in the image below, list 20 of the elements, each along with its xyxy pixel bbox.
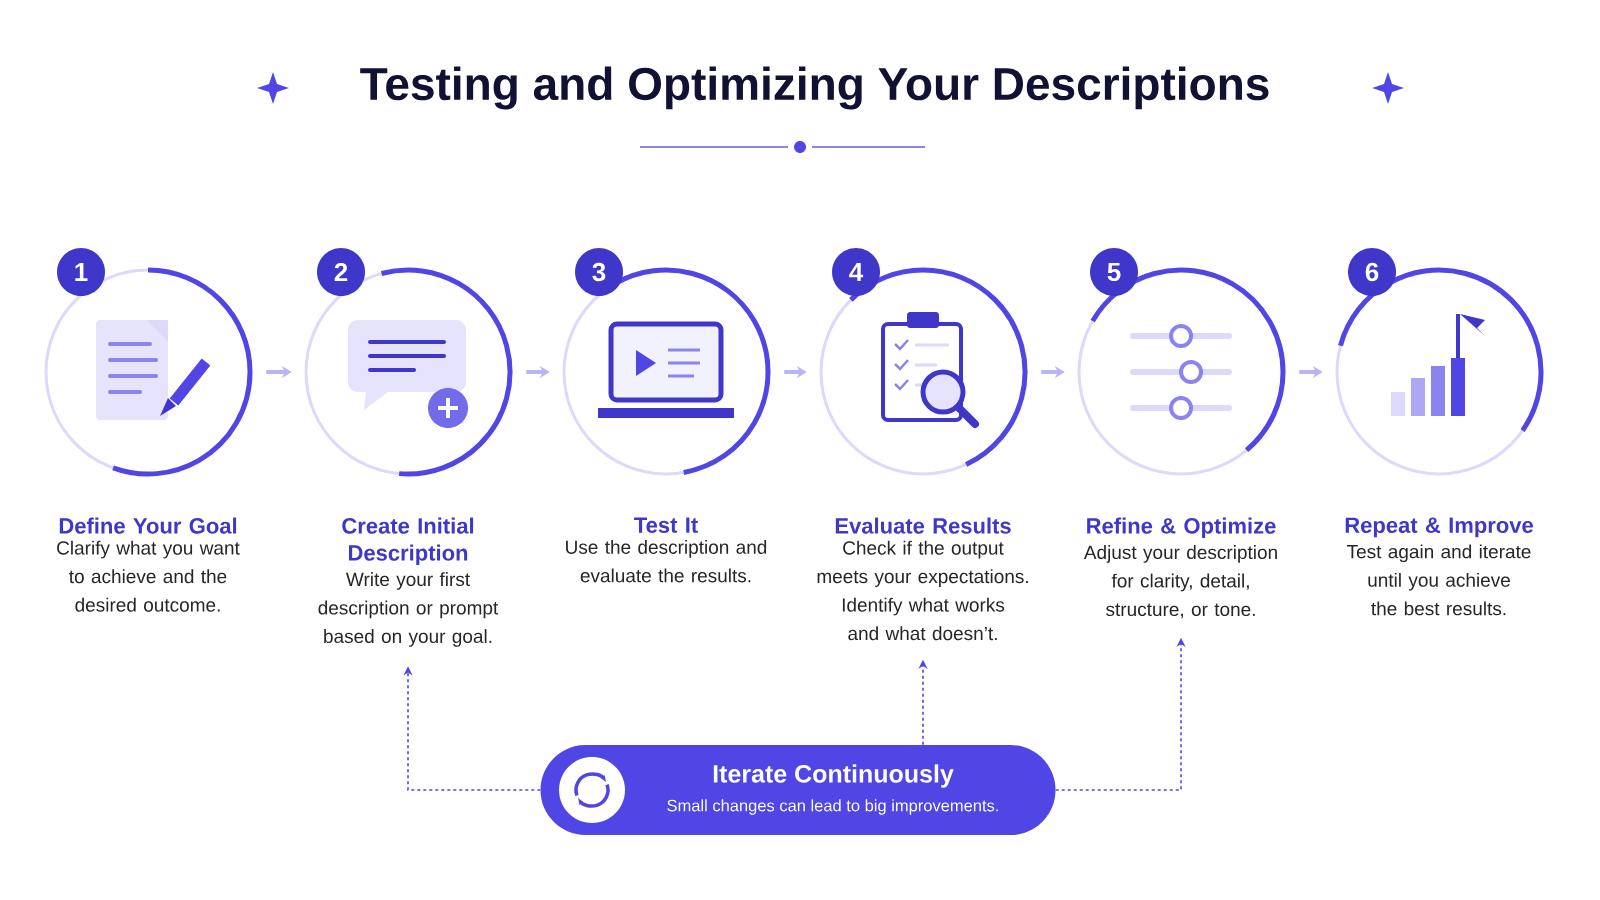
step-description: Write your first description or prompt based on your goal. <box>318 572 499 647</box>
step-title: Create Initial Description <box>342 517 474 566</box>
number-badge: 2 <box>317 248 365 296</box>
step-description: Use the description and evaluate the results. <box>566 539 767 583</box>
number-badge: 4 <box>832 248 880 296</box>
step-description: Check if the output meets your expectations. Identify what works and what doesn’t. <box>817 540 1028 641</box>
banner: Iterate Continuously Small changes can lead to big improvements. <box>540 745 1056 835</box>
step-description: Clarify what you want to achieve and the desired outcome. <box>57 540 240 612</box>
step-title: Define Your Goal <box>59 517 237 534</box>
number-badge: 1 <box>57 248 105 296</box>
step-title: Evaluate Results <box>835 517 1011 534</box>
step-title: Refine & Optimize <box>1087 517 1276 539</box>
number-badge: 5 <box>1090 248 1138 296</box>
number-badge: 3 <box>575 248 623 296</box>
step-title: Test It <box>634 517 698 533</box>
step-description: Adjust your description for clarity, detail, structure, or tone. <box>1083 545 1277 619</box>
step-description: Test again and iterate until you achieve the best results. <box>1347 544 1531 616</box>
step-title: Repeat & Improve <box>1345 517 1533 538</box>
number-badge: 6 <box>1348 248 1396 296</box>
title: Testing and Optimizing Your Descriptions <box>360 66 1269 110</box>
